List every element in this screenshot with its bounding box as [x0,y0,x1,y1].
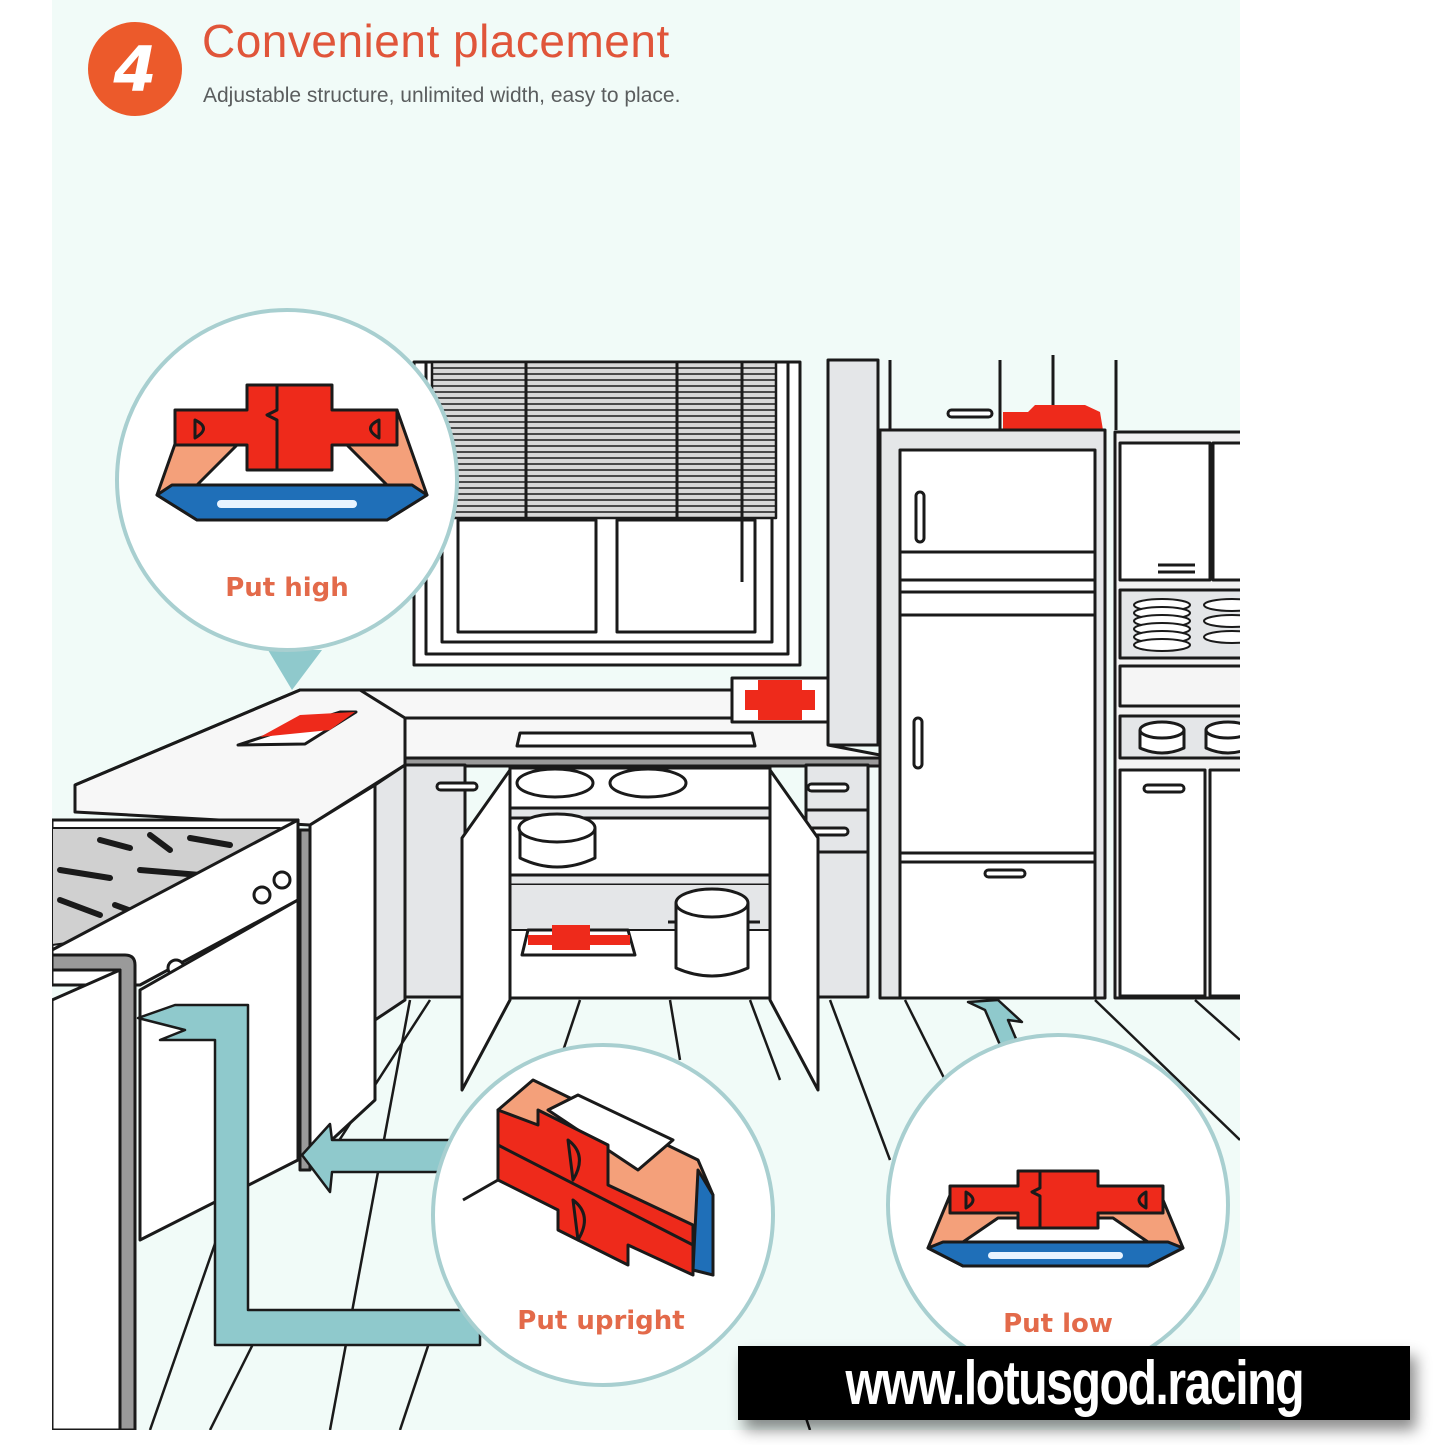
window-blinds [430,360,778,582]
device-put-upright [462,1078,715,1277]
side-cabinet [298,763,407,1172]
left-counter [73,688,407,827]
arrow-stove [136,1003,482,1347]
step-number: 4 [113,32,157,106]
device-put-low [926,1169,1185,1268]
pot-large [668,887,760,978]
sticker-in-cabinet [520,925,637,957]
watermark-text: www.lotusgod.racing [845,1348,1304,1418]
window [412,360,802,667]
callout-pointer [268,650,322,690]
page-subtitle: Adjustable structure, unlimited width, e… [203,84,681,107]
step-number-badge: 4 [88,22,182,116]
open-cabinet [460,766,820,1092]
burner-grates [57,832,233,921]
watermark-banner: www.lotusgod.racing [738,1346,1410,1420]
callout-label-put-low: Put low [1003,1309,1113,1339]
plates [1133,598,1240,652]
callout-label-put-upright: Put upright [517,1306,685,1336]
upper-cabinets [826,355,1118,747]
pot-small [517,812,597,869]
page-title: Convenient placement [202,15,670,67]
device-put-high [155,383,429,522]
back-counter [298,676,882,768]
sticker-on-wall [730,676,830,724]
pantry [1113,430,1240,1000]
refrigerator [878,428,1107,1000]
callout-label-put-high: Put high [225,573,349,603]
